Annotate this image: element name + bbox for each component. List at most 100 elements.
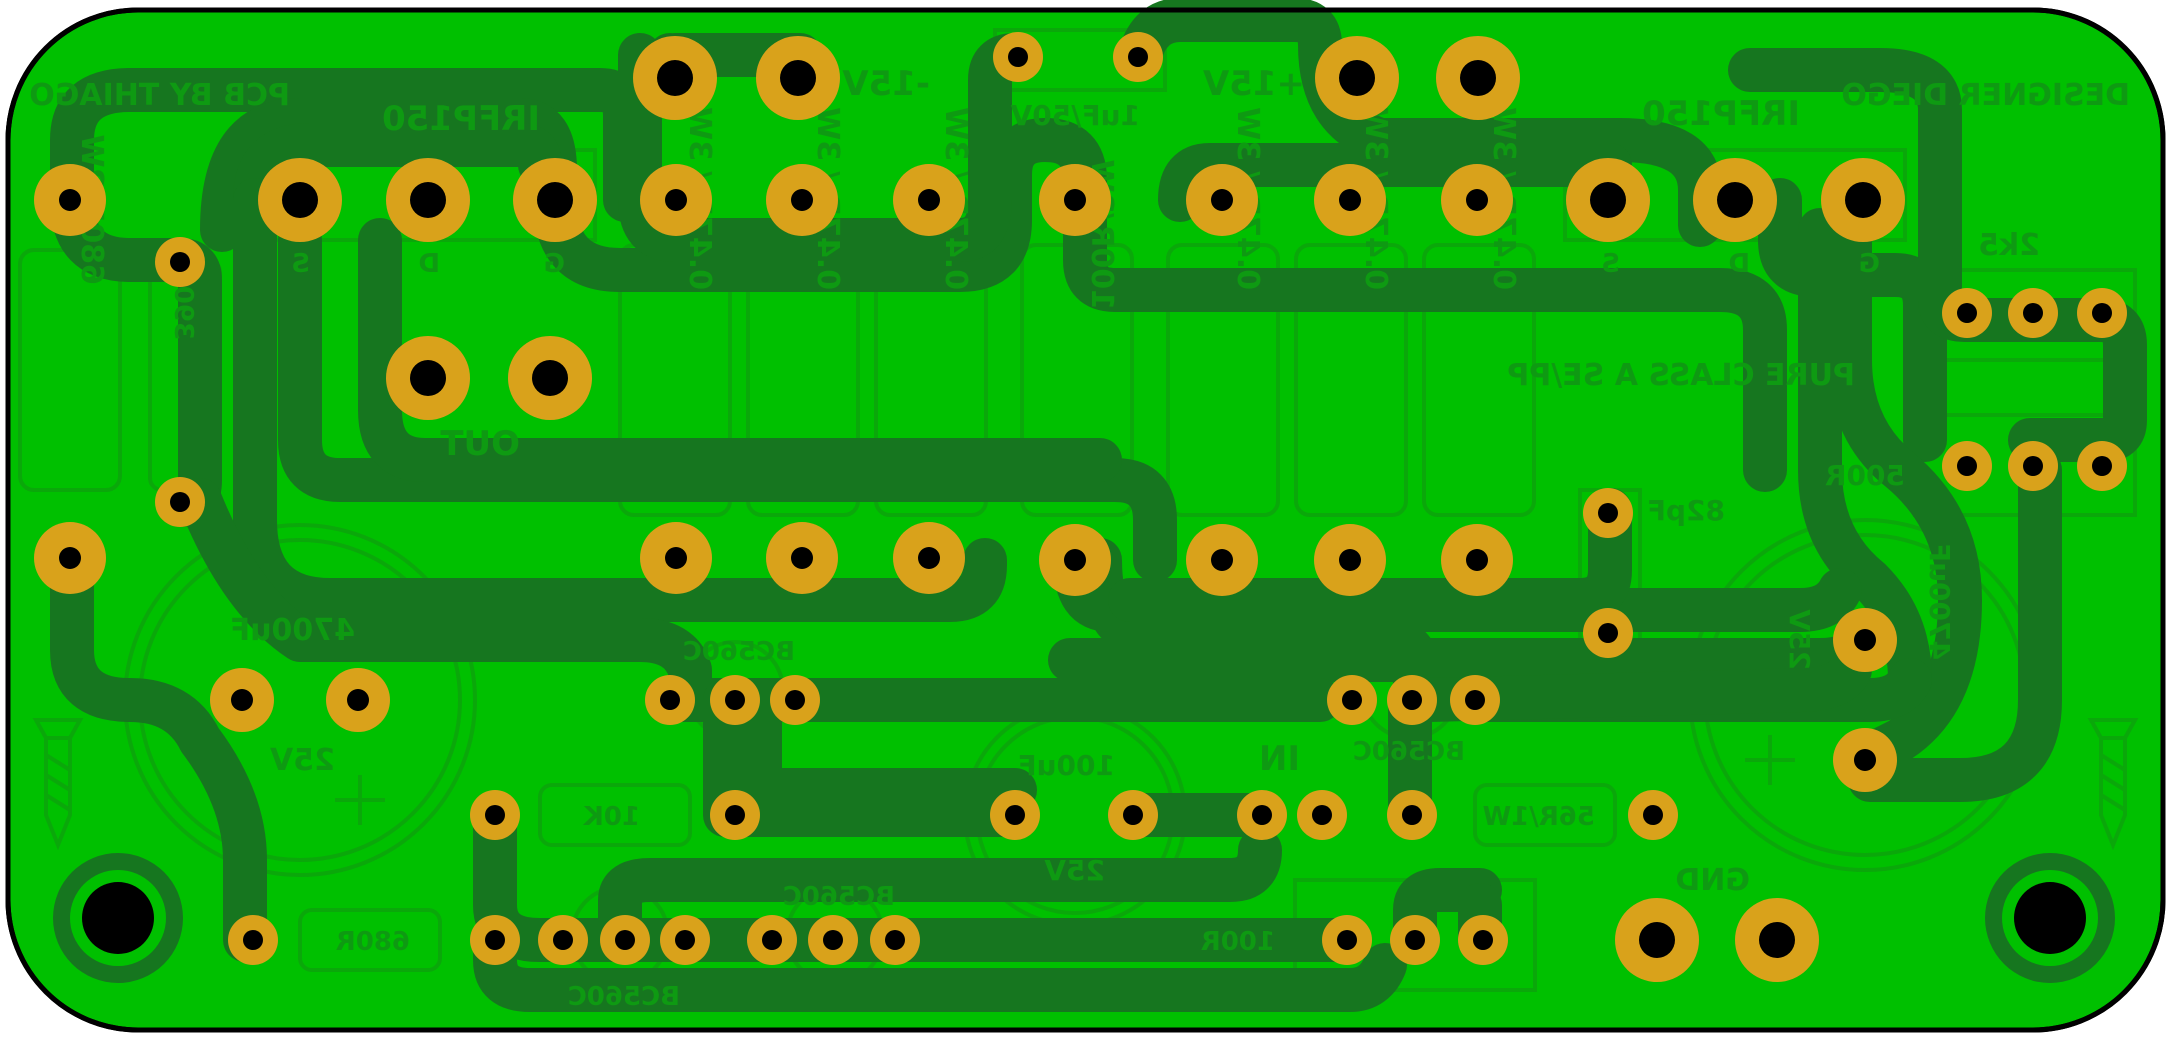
pad-gnd[interactable] [1735,898,1819,982]
pad[interactable] [1039,524,1111,596]
pad-small[interactable] [155,237,205,287]
screw-icon-right [2087,718,2139,851]
label-cap-4700-v: 25V [269,743,335,778]
res-body-680r [298,908,442,972]
pad[interactable] [1186,164,1258,236]
pad[interactable] [640,522,712,594]
pad-small[interactable] [155,477,205,527]
pad[interactable] [34,164,106,236]
res-body-5 [1166,243,1280,517]
pad-small[interactable] [710,675,760,725]
label-out: OUT [439,424,520,464]
pad[interactable] [640,164,712,236]
pad[interactable] [1314,164,1386,236]
label-cap-1uf: 1uF/50V [1010,99,1140,132]
label-pin-s-left: S [291,249,310,279]
label-bc560c-2: BC560C [1353,737,1465,767]
label-pin-d-left: D [418,249,440,279]
pad-small[interactable] [1327,675,1377,725]
pad-out[interactable] [386,336,470,420]
pad-small[interactable] [990,790,1040,840]
pad-mosfet-left-g[interactable] [513,158,597,242]
pad-cap-right[interactable] [1833,608,1897,672]
mounting-hole-left [53,853,183,983]
label-pin-g-right: G [1859,249,1880,279]
pad-small[interactable] [1458,915,1508,965]
pad-small[interactable] [1387,675,1437,725]
label-cap-100uf: 100uF [1017,749,1115,782]
pad-small[interactable] [1583,488,1633,538]
pads-layer [34,32,2127,983]
pad-small[interactable] [1387,790,1437,840]
pad-mosfet-left-s[interactable] [258,158,342,242]
pad[interactable] [1441,524,1513,596]
label-pos-rail: +15V [1202,64,1305,104]
pad-small[interactable] [600,915,650,965]
pad-small[interactable] [1942,441,1992,491]
pad-small[interactable] [1450,675,1500,725]
board-edge [5,7,2166,1033]
label-irf-left: IRFP150 [382,99,540,139]
res-body-10k [538,783,692,847]
pad-small[interactable] [660,915,710,965]
pad[interactable] [1186,524,1258,596]
pad-small[interactable] [993,32,1043,82]
pad-small[interactable] [2008,441,2058,491]
pad[interactable] [766,522,838,594]
pad-small[interactable] [1628,790,1678,840]
pad-small[interactable] [1390,915,1440,965]
pad-small[interactable] [1322,915,1372,965]
pad[interactable] [893,522,965,594]
pad[interactable] [1039,164,1111,236]
pad-small[interactable] [1583,608,1633,658]
pad-mosfet-left-d[interactable] [386,158,470,242]
pad-small[interactable] [2077,441,2127,491]
pad-small[interactable] [710,790,760,840]
pad-mosfet-right-d[interactable] [1693,158,1777,242]
pad-large[interactable] [1436,36,1520,120]
pad-out[interactable] [508,336,592,420]
pad-large[interactable] [756,36,840,120]
label-designer: DESIGNER DIEGO [1841,78,2130,113]
pad-small[interactable] [1108,790,1158,840]
pad-small[interactable] [2008,288,2058,338]
pad-small[interactable] [808,915,858,965]
label-10k: 10K [583,802,640,832]
pad[interactable] [34,522,106,594]
pad[interactable] [1441,164,1513,236]
pad-small[interactable] [1237,790,1287,840]
pad-large[interactable] [633,36,717,120]
pad-small[interactable] [1942,288,1992,338]
pad-small[interactable] [538,915,588,965]
pad-small[interactable] [470,790,520,840]
pad-small[interactable] [2077,288,2127,338]
pad-cap-right[interactable] [1833,728,1897,792]
pad-small[interactable] [645,675,695,725]
pad-large[interactable] [1315,36,1399,120]
res-body-56r [1473,783,1617,847]
pad-small[interactable] [770,675,820,725]
label-bc560c-4: BC560C [783,882,895,912]
label-500r: 500R [1825,459,1905,492]
pad-small[interactable] [228,915,278,965]
label-cap-4700: 4700uF [230,613,355,648]
pad-cap-4700[interactable] [210,668,274,732]
label-pin-g-left: G [544,249,565,279]
pad[interactable] [893,164,965,236]
pad[interactable] [766,164,838,236]
pad-mosfet-right-g[interactable] [1821,158,1905,242]
mounting-hole-right [1985,853,2115,983]
pad[interactable] [1314,524,1386,596]
label-pin-d-right: D [1728,249,1750,279]
pad-small[interactable] [1297,790,1347,840]
pad-gnd[interactable] [1615,898,1699,982]
pad-small[interactable] [1113,32,1163,82]
pad-cap-4700[interactable] [326,668,390,732]
pad-small[interactable] [747,915,797,965]
label-100r: 100R [1201,927,1275,957]
pad-small[interactable] [470,915,520,965]
pad-small[interactable] [870,915,920,965]
pad-mosfet-right-s[interactable] [1566,158,1650,242]
